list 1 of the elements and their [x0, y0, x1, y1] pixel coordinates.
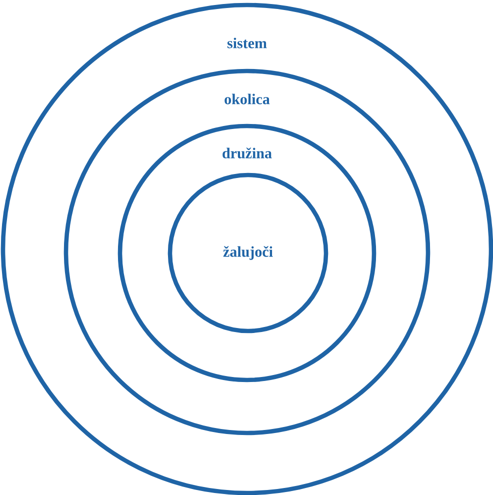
- ring: žalujoči: [168, 172, 328, 334]
